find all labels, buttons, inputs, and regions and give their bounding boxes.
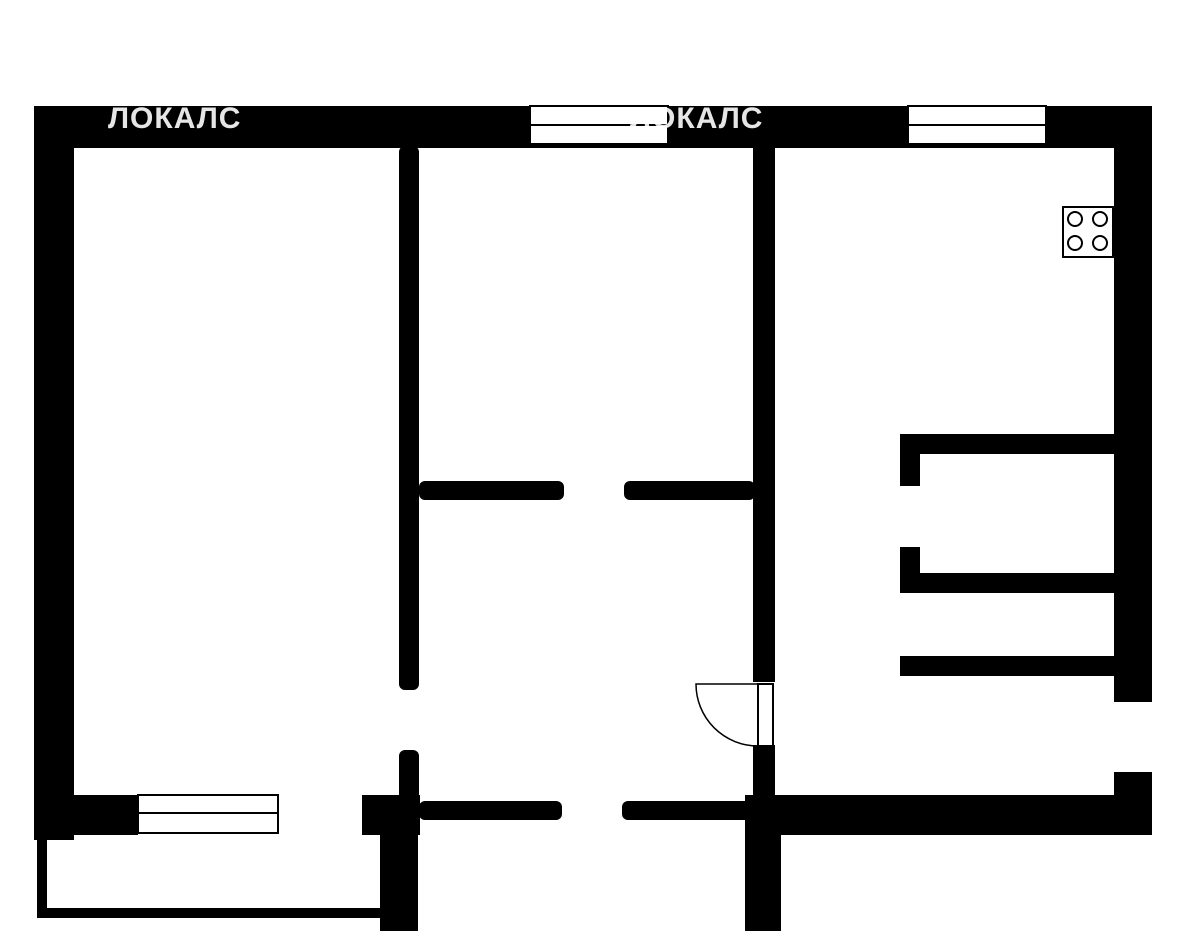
stove-icon — [1062, 206, 1114, 258]
balcony-outline — [37, 835, 385, 918]
left-wall — [34, 106, 74, 840]
partition-kitchen-lower — [753, 745, 775, 800]
door-leaf — [757, 683, 774, 747]
partition-room2-kitchen — [753, 146, 775, 682]
corridor-wall-left — [419, 801, 562, 820]
bottom-left-wall — [34, 795, 138, 835]
watermark-1: ЛОКАЛС — [108, 102, 241, 135]
hall-wall-left — [419, 481, 564, 500]
window-top-right — [907, 105, 1047, 145]
partition-room1-room2 — [399, 146, 419, 690]
bathroom-block — [900, 434, 1116, 676]
bottom-right-wall — [745, 795, 1152, 835]
kitchen-door — [695, 683, 774, 747]
window-bottom-left — [137, 794, 279, 834]
partition-stub-lower — [399, 750, 419, 800]
window-top-middle — [529, 105, 669, 145]
interior-walls — [399, 146, 775, 820]
right-wall — [1114, 106, 1152, 702]
bath-wall-bottom — [900, 656, 1116, 676]
bath-wall-top — [900, 434, 1116, 454]
watermark-2: ЛОКАЛС — [630, 102, 763, 135]
door-swing-icon — [695, 683, 759, 747]
stair-wall-left — [380, 795, 418, 931]
bath-wall-middle — [900, 573, 1116, 593]
bath-wall-middle-post — [900, 547, 920, 593]
right-wall-stub — [1114, 772, 1152, 835]
hall-wall-right — [624, 481, 755, 500]
bath-wall-top-post — [900, 434, 920, 486]
corridor-wall-right — [622, 801, 753, 820]
